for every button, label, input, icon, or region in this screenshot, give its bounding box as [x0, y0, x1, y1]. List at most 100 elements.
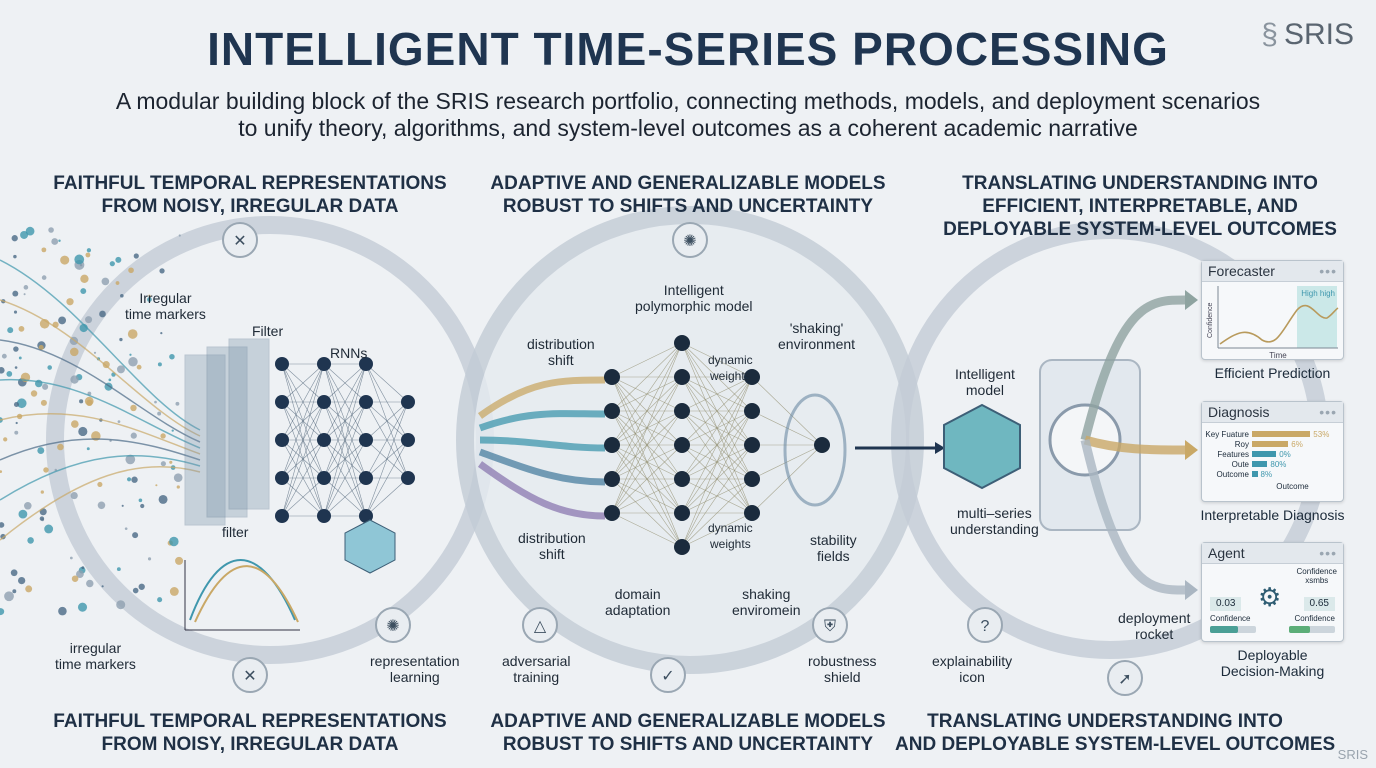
agent-panel: Agent••• Confidence xsmbs 0.03 0.65 ⚙ Co… [1201, 542, 1344, 642]
network-node [604, 505, 620, 521]
network-edge [281, 439, 325, 517]
badge-icon [522, 607, 558, 643]
network-node [401, 433, 415, 447]
data-particle [0, 470, 3, 474]
data-particle [159, 268, 165, 274]
data-particle [24, 501, 32, 510]
data-particle [147, 557, 152, 561]
crystal-icon [344, 519, 396, 574]
data-particle [155, 484, 158, 487]
data-particle [41, 275, 47, 280]
gear-icon: ⚙ [1258, 582, 1282, 612]
label-dynamic-weights-top: dynamic weights [708, 353, 753, 383]
network-node [317, 433, 331, 447]
data-particle [160, 461, 166, 467]
data-particle [13, 310, 18, 314]
data-particle [6, 371, 13, 377]
forecaster-caption: Efficient Prediction [1214, 365, 1331, 381]
forecaster-chart: High high Confidence Time [1207, 286, 1339, 360]
network-edge [611, 342, 683, 446]
data-particle [38, 345, 44, 351]
network-node [674, 437, 690, 453]
data-particle [69, 347, 79, 357]
data-particle [69, 556, 73, 560]
data-particle [47, 365, 52, 370]
data-particle [93, 351, 97, 354]
data-particle [0, 608, 5, 616]
data-particle [71, 420, 79, 428]
sris-logo: §SRIS [1261, 18, 1354, 52]
network-edge [323, 363, 367, 441]
heading-right-top: TRANSLATING UNDERSTANDING INTO EFFICIENT… [943, 173, 1337, 240]
arrow-head [1185, 580, 1198, 600]
network-edge [611, 342, 683, 514]
data-particle [39, 516, 45, 521]
stability-field [783, 393, 847, 507]
network-node [359, 509, 373, 523]
network-node [359, 395, 373, 409]
heading-middle-bottom: ADAPTIVE AND GENERALIZABLE MODELS ROBUST… [490, 711, 886, 755]
data-particle [124, 527, 128, 531]
network-edge [365, 401, 409, 517]
data-particle [169, 460, 173, 464]
data-particle [58, 316, 67, 325]
data-particle [86, 579, 94, 588]
data-particle [10, 569, 18, 577]
network-node [744, 505, 760, 521]
data-particle [157, 597, 163, 603]
highlight-region [1297, 286, 1337, 348]
label-representation-learning: representation learning [370, 653, 460, 685]
more-icon[interactable]: ••• [1319, 404, 1337, 420]
data-particle [86, 447, 90, 451]
data-particle [160, 433, 166, 439]
network-node [359, 433, 373, 447]
bar-label: Oute [1231, 459, 1249, 469]
output-arrow [1080, 295, 1186, 442]
bar-value: 80% [1270, 459, 1287, 469]
bar [1252, 471, 1258, 477]
diagnosis-bar-row: Oute 80% [1204, 459, 1341, 469]
data-particle [117, 420, 121, 423]
data-particle [175, 401, 180, 406]
network-node [674, 505, 690, 521]
data-particle [57, 443, 64, 451]
data-stream [0, 454, 201, 501]
network-edge [281, 363, 325, 403]
forecaster-panel: Forecaster••• High high Confidence Time [1201, 260, 1344, 360]
logo-mark-icon: § [1261, 18, 1278, 51]
data-particle [0, 522, 5, 528]
data-particle [132, 587, 139, 594]
data-particle [3, 437, 8, 442]
network-node [604, 369, 620, 385]
network-edge [323, 363, 367, 517]
data-particle [58, 239, 61, 242]
data-particle [74, 254, 85, 265]
label-shaking-bottom: shaking enviromein [732, 586, 801, 618]
data-particle [18, 576, 26, 585]
network-node [275, 433, 289, 447]
network-node [401, 395, 415, 409]
agent-title: Agent [1208, 545, 1245, 561]
data-particle [58, 606, 67, 616]
data-particle [171, 429, 174, 432]
agent-left-confidence-bar [1210, 626, 1256, 633]
data-stream [0, 378, 201, 449]
data-particle [48, 227, 54, 233]
network-node [275, 395, 289, 409]
data-particle [108, 378, 112, 382]
data-particle [115, 281, 120, 285]
network-edge [681, 376, 753, 548]
more-icon[interactable]: ••• [1319, 263, 1337, 279]
network-edge [323, 401, 367, 517]
network-edge [323, 363, 367, 403]
more-icon[interactable]: ••• [1319, 545, 1337, 561]
network-edge [365, 363, 409, 403]
agent-right-label: Confidence [1294, 614, 1335, 623]
data-particle [138, 498, 143, 503]
data-particle [60, 255, 70, 265]
mini-chart-curve [189, 559, 296, 621]
data-particle [85, 316, 93, 324]
